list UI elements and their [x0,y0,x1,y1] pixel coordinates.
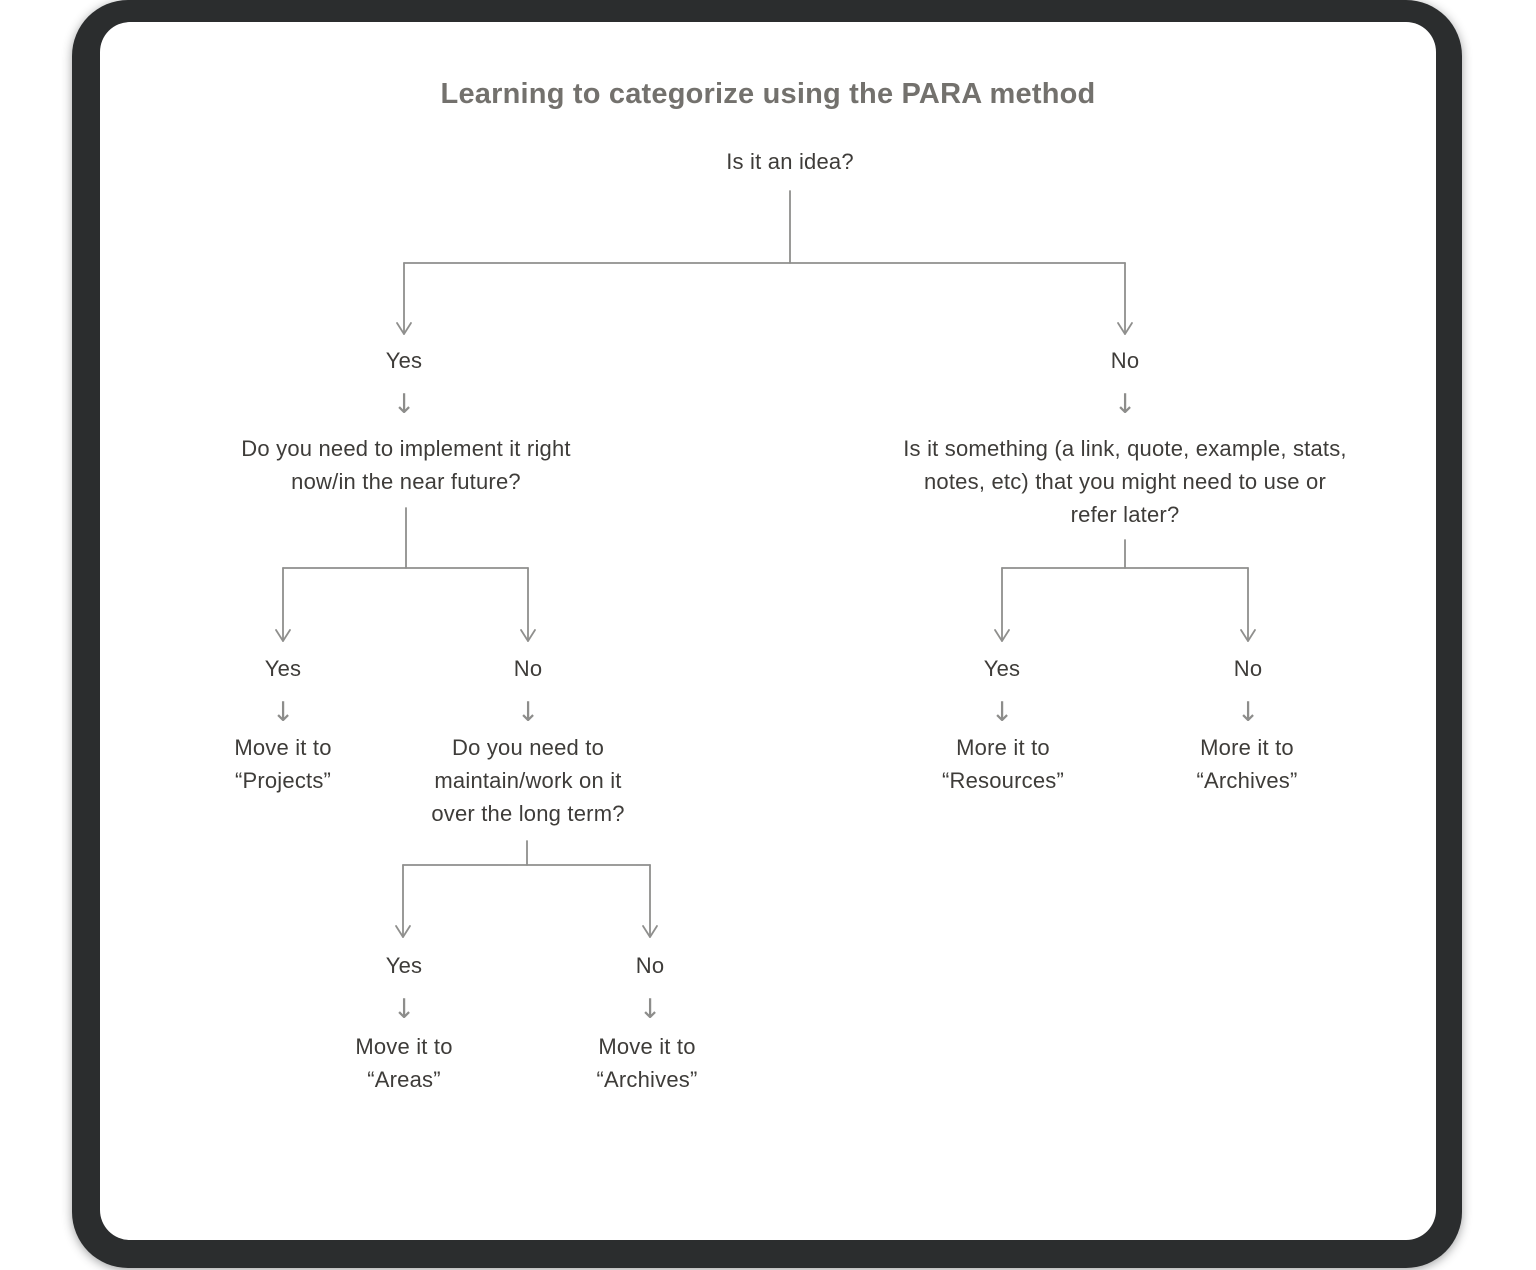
arrow-down-icon: ↓ [990,697,1014,728]
arrow-down-icon: ↓ [392,994,416,1025]
arrowhead-icon [642,925,658,938]
branch-label-yes-level1: Yes [385,348,423,373]
question-line: Do you need to implement it right [241,436,571,461]
outcome-line: “Areas” [367,1067,441,1092]
outcome-line: Move it to [355,1034,453,1059]
connector-lines [275,190,1256,938]
branch-label-no-reference: No [1233,656,1263,681]
arrowhead-icon [520,629,536,642]
outcome-line: More it to [956,735,1050,760]
branch-label-no-implement: No [513,656,543,681]
node-question-maintain: Do you need to maintain/work on it over … [418,731,638,830]
node-outcome-projects: Move it to “Projects” [203,731,363,797]
arrow-down-icon: ↓ [1236,697,1260,728]
arrowhead-icon [396,322,412,335]
question-line: notes, etc) that you might need to use o… [924,469,1326,494]
node-question-reference: Is it something (a link, quote, example,… [870,432,1380,531]
outcome-line: Move it to [598,1034,696,1059]
node-root-question: Is it an idea? [726,149,854,174]
branch-label-no-level1: No [1110,348,1140,373]
branch-label-yes-reference: Yes [983,656,1021,681]
arrow-down-icon: ↓ [638,994,662,1025]
arrowhead-icon [994,629,1010,642]
diagram-title: Learning to categorize using the PARA me… [440,78,1096,110]
arrow-down-icon: ↓ [392,389,416,420]
question-line: Do you need to [451,735,605,760]
arrowhead-icon [1240,629,1256,642]
question-line: maintain/work on it [434,768,622,793]
node-outcome-resources: More it to “Resources” [913,731,1093,797]
outcome-line: More it to [1200,735,1294,760]
question-line: now/in the near future? [291,469,521,494]
arrowhead-icon [275,629,291,642]
diagram-card: Learning to categorize using the PARA me… [100,22,1436,1240]
node-outcome-areas: Move it to “Areas” [324,1030,484,1096]
arrow-down-icon: ↓ [516,697,540,728]
question-line: Is it something (a link, quote, example,… [903,436,1347,461]
arrow-down-icon: ↓ [271,697,295,728]
question-line: over the long term? [431,801,625,826]
outcome-line: “Archives” [596,1067,698,1092]
node-question-implement: Do you need to implement it right now/in… [186,432,626,498]
branch-label-yes-implement: Yes [264,656,302,681]
outcome-line: “Archives” [1196,768,1298,793]
node-outcome-archives-right: More it to “Archives” [1167,731,1327,797]
branch-label-yes-maintain: Yes [385,953,423,978]
arrowhead-icon [1117,322,1133,335]
outcome-line: “Projects” [234,768,332,793]
outcome-line: “Resources” [941,768,1064,793]
arrowhead-icon [395,925,411,938]
outcome-line: Move it to [234,735,332,760]
node-outcome-archives-left: Move it to “Archives” [567,1030,727,1096]
arrow-down-icon: ↓ [1113,389,1137,420]
branch-label-no-maintain: No [635,953,665,978]
question-line: refer later? [1070,502,1180,527]
